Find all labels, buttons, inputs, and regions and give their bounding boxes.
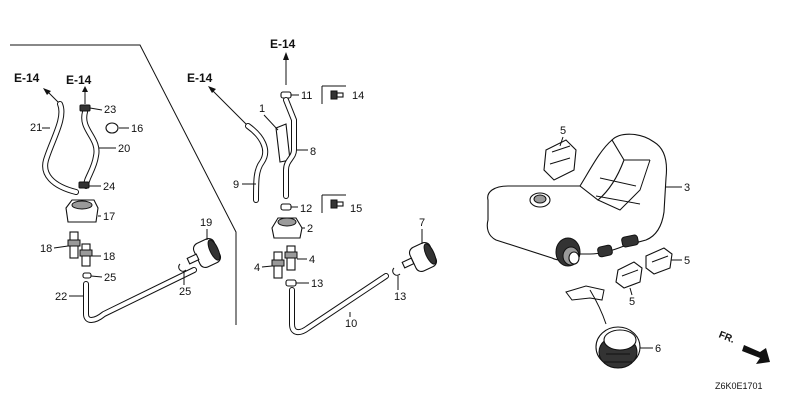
callout-22: 22 (55, 291, 67, 303)
bolt-14 (330, 90, 344, 100)
front-direction-arrow: FR. (717, 330, 770, 364)
clip-25-b (178, 263, 187, 272)
callout-18-a: 18 (40, 243, 52, 255)
joint-18-a (67, 231, 81, 259)
figure-code: Z6K0E1701 (715, 381, 763, 391)
clip-23 (79, 104, 91, 112)
callout-25-b: 25 (179, 286, 191, 298)
callout-4-a: 4 (254, 262, 260, 274)
clip-12 (280, 203, 292, 211)
fuel-cap-6 (565, 285, 641, 369)
mount-rubber-5-b (615, 261, 643, 289)
callout-5-a: 5 (560, 125, 566, 137)
callout-4-b: 4 (309, 254, 315, 266)
fuel-tank-3 (486, 133, 668, 267)
svg-text:FR.: FR. (717, 330, 736, 346)
mount-rubber-5-c (645, 247, 673, 275)
callout-6: 6 (655, 343, 661, 355)
callout-8: 8 (310, 146, 316, 158)
ref-label-e14-b: E-14 (66, 73, 92, 87)
callout-23: 23 (104, 104, 116, 116)
callout-14: 14 (352, 90, 364, 102)
callout-21: 21 (30, 122, 42, 134)
callout-16: 16 (131, 123, 143, 135)
callout-9: 9 (233, 179, 239, 191)
callout-15: 15 (350, 203, 362, 215)
callout-1: 1 (259, 103, 265, 115)
fuel-filter-19 (186, 237, 222, 269)
joint-4-b (284, 245, 298, 271)
arrow-head-b (82, 86, 88, 92)
callout-5-c: 5 (629, 296, 635, 308)
ref-label-e14-c: E-14 (270, 37, 296, 51)
callout-11: 11 (301, 90, 312, 102)
bolt-15 (330, 199, 344, 209)
clip-24 (78, 181, 90, 189)
callout-7: 7 (419, 217, 425, 229)
callout-2: 2 (307, 223, 313, 235)
callout-20: 20 (118, 143, 130, 155)
section-divider (10, 44, 237, 325)
callout-17: 17 (103, 211, 115, 223)
callout-19: 19 (200, 217, 212, 229)
callout-13-a: 13 (311, 278, 323, 290)
clip-25-a (82, 272, 92, 279)
cap-16 (105, 122, 119, 134)
callout-5-b: 5 (684, 255, 690, 267)
callout-3: 3 (684, 182, 690, 194)
callout-12: 12 (300, 203, 312, 215)
ref-label-e14-d: E-14 (187, 71, 213, 85)
callout-13-b: 13 (394, 291, 406, 303)
callout-10: 10 (345, 318, 357, 330)
clip-13-b (392, 267, 401, 276)
joint-18-b (79, 243, 93, 267)
fuel-filter-7 (401, 241, 438, 273)
callout-18-b: 18 (103, 251, 115, 263)
ref-label-e14-a: E-14 (14, 71, 40, 85)
clip-13-a (285, 279, 297, 287)
joint-4-a (271, 251, 285, 279)
callout-25-a: 25 (104, 272, 116, 284)
callout-24: 24 (103, 181, 115, 193)
arrow-head-a (43, 88, 51, 95)
